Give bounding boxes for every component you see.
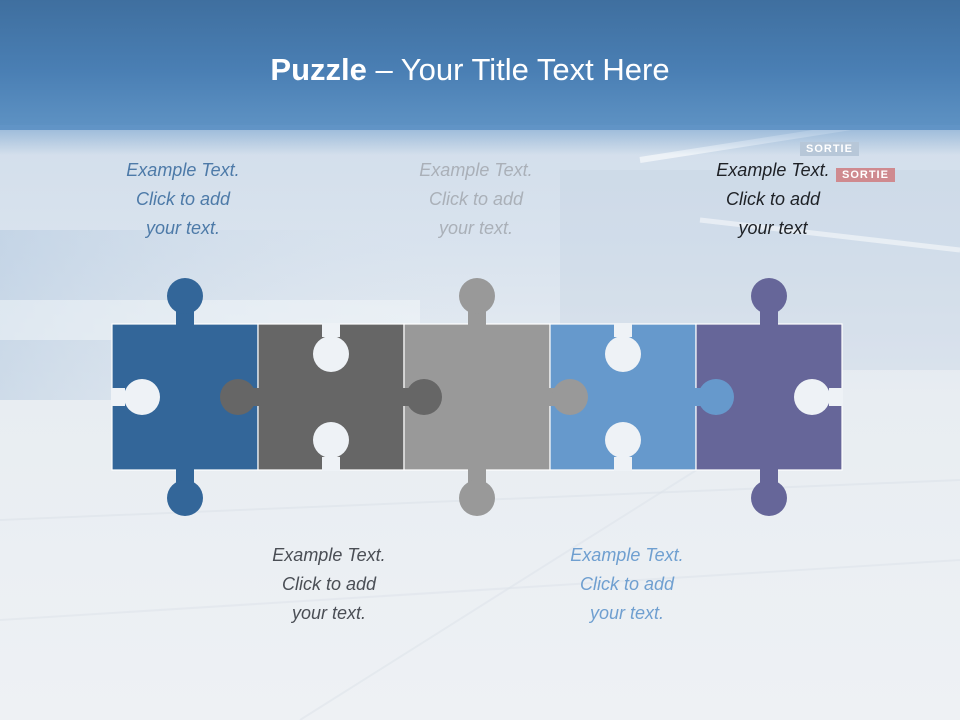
caption-1-line-3: your text. xyxy=(145,218,221,238)
puzzle-piece-5-right-hole xyxy=(794,379,830,415)
sortie-sign-lower: SORTIE xyxy=(836,168,895,182)
puzzle-piece-2-top-hole-neck xyxy=(322,323,340,337)
caption-3-line-2: Click to add xyxy=(428,189,524,209)
caption-2-line-1: Example Text. xyxy=(272,545,386,565)
caption-4-line-2: Click to add xyxy=(579,574,675,594)
caption-1-line-2: Click to add xyxy=(135,189,231,209)
puzzle-piece-4-bottom-hole-neck xyxy=(614,457,632,471)
sortie-sign-upper: SORTIE xyxy=(800,142,859,156)
caption-3[interactable]: Example Text. Click to add your text. xyxy=(386,156,566,243)
caption-5-line-1: Example Text. xyxy=(716,160,830,180)
puzzle-piece-2-left-tab xyxy=(220,379,256,415)
caption-2-line-2: Click to add xyxy=(281,574,377,594)
slide-title[interactable]: Puzzle – Your Title Text Here xyxy=(0,48,940,92)
caption-3-line-1: Example Text. xyxy=(419,160,533,180)
title-band xyxy=(0,0,960,130)
puzzle-piece-4-right-tab xyxy=(698,379,734,415)
caption-4-line-3: your text. xyxy=(589,603,665,623)
puzzle-piece-3-bottom-tab xyxy=(459,480,495,516)
caption-4[interactable]: Example Text. Click to add your text. xyxy=(537,541,717,628)
puzzle-piece-1-bottom-tab xyxy=(167,480,203,516)
caption-4-line-1: Example Text. xyxy=(570,545,684,565)
caption-2[interactable]: Example Text. Click to add your text. xyxy=(239,541,419,628)
caption-1[interactable]: Example Text. Click to add your text. xyxy=(93,156,273,243)
title-rest: – Your Title Text Here xyxy=(366,52,670,87)
puzzle-piece-4-top-hole xyxy=(605,336,641,372)
puzzle-piece-2-bottom-hole xyxy=(313,422,349,458)
caption-3-line-3: your text. xyxy=(438,218,514,238)
puzzle-piece-1-left-hole-neck xyxy=(111,388,125,406)
puzzle-piece-3-top-tab xyxy=(459,278,495,314)
puzzle-piece-5-right-hole-neck xyxy=(829,388,843,406)
puzzle-piece-2-bottom-hole-neck xyxy=(322,457,340,471)
puzzle-piece-2-top-hole xyxy=(313,336,349,372)
caption-1-line-1: Example Text. xyxy=(126,160,240,180)
title-bold: Puzzle xyxy=(270,52,367,87)
puzzle-piece-1-top-tab xyxy=(167,278,203,314)
puzzle-piece-5-top-tab xyxy=(751,278,787,314)
caption-5-line-3: your text xyxy=(738,218,808,238)
caption-2-line-3: your text. xyxy=(291,603,367,623)
puzzle-piece-2-right-tab xyxy=(406,379,442,415)
puzzle-piece-3-right-tab xyxy=(552,379,588,415)
puzzle-piece-4-bottom-hole xyxy=(605,422,641,458)
puzzle-piece-4-top-hole-neck xyxy=(614,323,632,337)
puzzle-piece-5-bottom-tab xyxy=(751,480,787,516)
caption-5[interactable]: Example Text. Click to add your text xyxy=(683,156,863,243)
caption-5-line-2: Click to add xyxy=(725,189,821,209)
puzzle-piece-1-left-hole xyxy=(124,379,160,415)
